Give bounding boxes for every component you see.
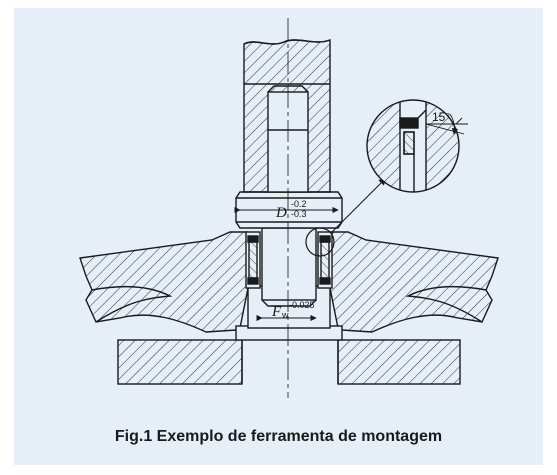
d-tolerance-upper: -0.2 [291,199,307,209]
f-tolerance-text: -0.025 [289,300,315,310]
d-symbol-text: D [275,205,287,221]
detail-leader [331,177,387,233]
angle-label: 15° [432,110,450,124]
tool-pilot [261,227,317,307]
wheel-housing [79,231,499,341]
base-support [117,339,461,385]
d-tolerance-lower: -0.3 [291,209,307,219]
label-fw: F w -0.025 [271,300,315,320]
detail-view [366,99,468,193]
f-subscript-text: w [281,310,289,320]
figure-caption: Fig.1 Exemplo de ferramenta de montagem [114,428,443,445]
tool-shaft [243,38,331,193]
bearing-right [317,231,333,289]
bearing-left [245,231,261,289]
detail-callout-circle [305,227,335,257]
f-symbol-text: F [271,304,282,320]
label-d: D -0.2 -0.3 [275,199,307,221]
